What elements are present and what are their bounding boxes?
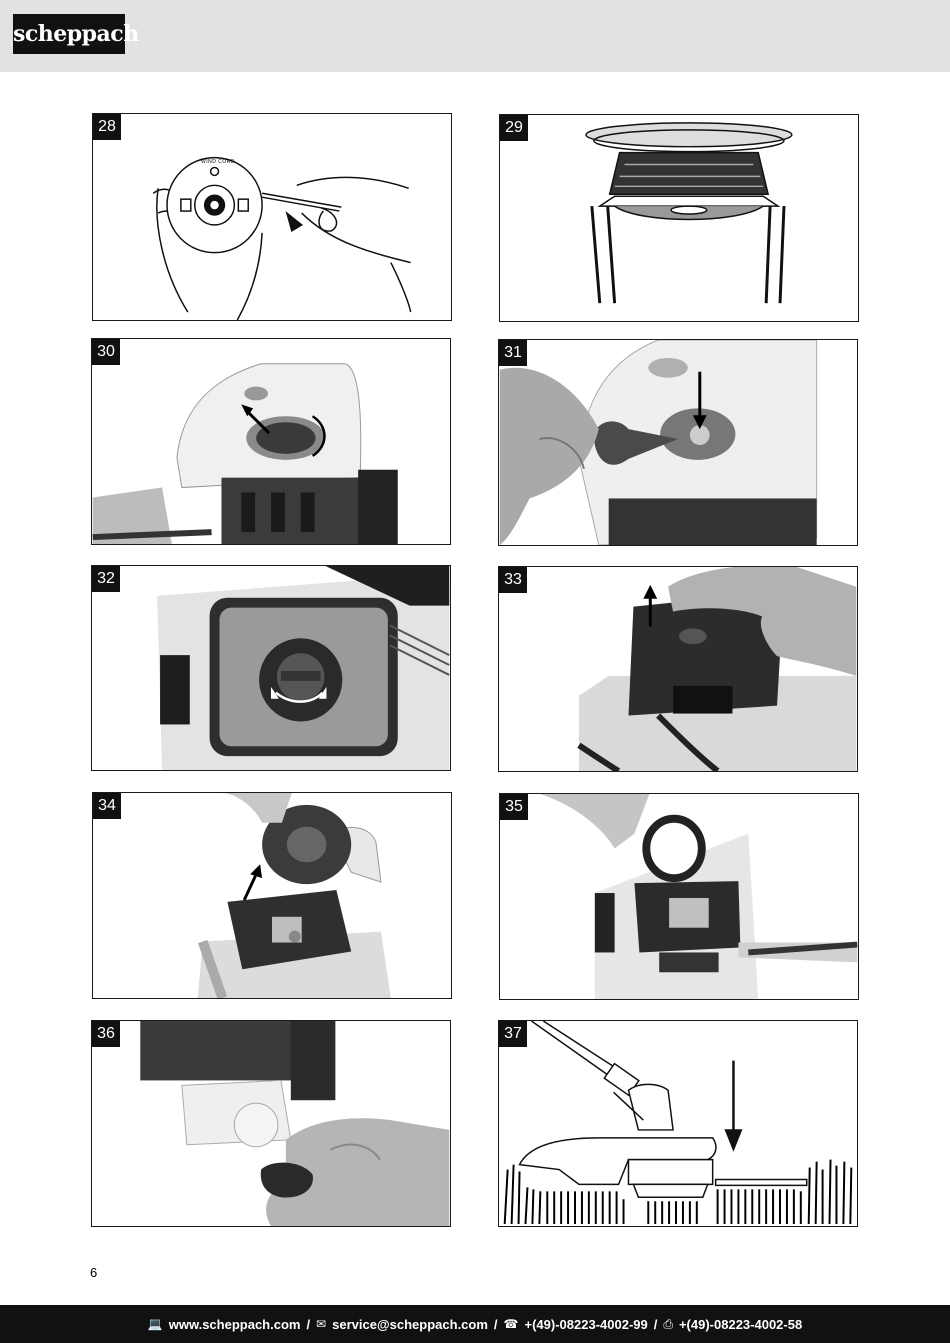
fax-icon: ⎙ <box>663 1316 673 1331</box>
figure-31: 31 <box>498 339 858 546</box>
figure-number: 35 <box>500 794 528 820</box>
engine-cover-photo <box>92 339 450 544</box>
footer-email[interactable]: service@scheppach.com <box>332 1316 488 1332</box>
fuel-cap-photo <box>92 1021 450 1226</box>
figure-number: 36 <box>92 1021 120 1047</box>
phone-icon: ☎ <box>503 1317 519 1331</box>
figure-number: 37 <box>499 1021 527 1047</box>
figure-number: 30 <box>92 339 120 365</box>
figure-number: 28 <box>93 114 121 140</box>
figure-32: 32 <box>91 565 451 771</box>
trimmer-cutting-illustration <box>503 1021 853 1225</box>
monitor-icon: 💻 <box>147 1317 163 1331</box>
spool-hand-illustration <box>152 156 412 320</box>
page-header: scheppach <box>0 0 950 72</box>
figure-number: 32 <box>92 566 120 592</box>
figure-33: 33 <box>498 566 858 772</box>
figure-30: 30 <box>91 338 451 545</box>
mail-icon: ✉ <box>316 1317 327 1331</box>
footer-separator: / <box>493 1316 498 1332</box>
footer-phone: +(49)-08223-4002-99 <box>524 1316 648 1332</box>
figure-29: 29 <box>499 114 859 322</box>
key-removal-photo <box>499 340 857 545</box>
footer-website[interactable]: www.scheppach.com <box>168 1316 301 1332</box>
figure-34: 34 <box>92 792 452 999</box>
cover-lift-photo <box>499 567 857 771</box>
figure-35: 35 <box>499 793 859 1000</box>
figure-number: 31 <box>499 340 527 366</box>
air-filter-cover-photo <box>92 566 450 770</box>
page-footer: 💻 www.scheppach.com / ✉ service@scheppac… <box>0 1305 950 1343</box>
wheel-text: WIND CORD <box>201 159 235 165</box>
spool-assembly-illustration <box>585 122 793 304</box>
page-number: 6 <box>90 1265 98 1280</box>
figure-37: 37 <box>498 1020 858 1227</box>
footer-separator: / <box>306 1316 311 1332</box>
footer-fax: +(49)-08223-4002-58 <box>678 1316 803 1332</box>
brand-logo: scheppach <box>13 14 139 54</box>
figure-number: 33 <box>499 567 527 593</box>
figure-28: 28 WIND CORD <box>92 113 452 321</box>
figure-number: 34 <box>93 793 121 819</box>
filter-removal-photo <box>93 793 451 998</box>
figure-number: 29 <box>500 115 528 141</box>
figure-36: 36 <box>91 1020 451 1227</box>
footer-separator: / <box>653 1316 658 1332</box>
filter-insertion-photo <box>500 794 858 999</box>
